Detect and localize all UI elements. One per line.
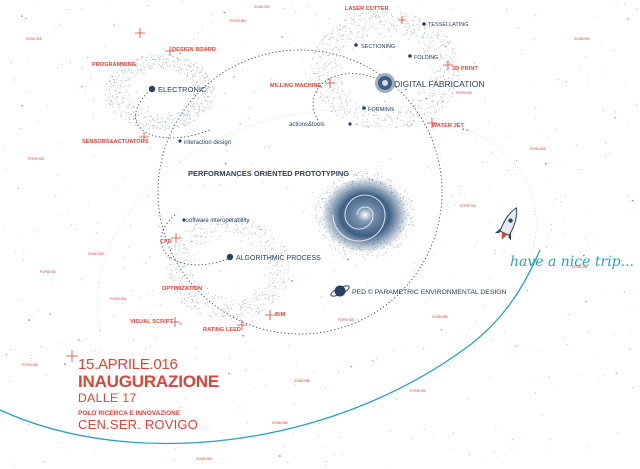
event-title: INAUGURAZIONE: [78, 372, 219, 391]
node-optimization: OPTIMIZATION: [162, 286, 202, 292]
stipple-clouds: [104, 10, 460, 320]
star-label: SGNB-958: [196, 457, 212, 461]
node-cfd: CFD: [160, 239, 172, 245]
event-organizer: POLO RICERCA E INNOVAZIONE: [78, 410, 181, 417]
planet-icon: [375, 73, 395, 93]
node-folding: FOLDING: [414, 55, 438, 61]
node-water-jet: WATER JET: [432, 123, 465, 129]
star-label: POPW-926: [22, 363, 38, 367]
star-label: POPW-926: [410, 389, 426, 393]
orbit-lines: [135, 49, 443, 335]
star-label: SGNK-918: [530, 147, 546, 151]
slogan-text: have a nice trip...: [510, 254, 634, 270]
event-block: 15.APRILE.016 INAUGURAZIONE DALLE 17 POL…: [78, 356, 219, 432]
hub-markers: [148, 22, 426, 261]
folding-dot: [408, 54, 412, 58]
tessellating-dot: [422, 22, 426, 26]
event-date: 15.APRILE.016: [78, 356, 178, 373]
ringed-planet-icon: [330, 285, 350, 297]
node-forming: FORMING: [368, 107, 394, 113]
node-3d-print: 3D PRINT: [452, 66, 478, 72]
event-venue: CEN.SER. ROVIGO: [78, 417, 199, 432]
node-bim: BIM: [275, 312, 286, 318]
star-label: POPW-926: [110, 297, 126, 301]
star-label: SGNK-918: [26, 37, 42, 41]
star-label: POPW-926: [460, 204, 476, 208]
node-laser-cutter: LASER CUTTER: [345, 6, 389, 12]
outer-trajectory: [0, 249, 541, 445]
star-label: SGNK-928: [88, 252, 104, 256]
fabrication-link: [312, 73, 381, 121]
node-milling-machine: MILLING MACHINE: [270, 83, 322, 89]
electronic-link: [135, 89, 211, 139]
electronic-dot: [148, 85, 156, 93]
event-time: DALLE 17: [78, 391, 137, 405]
crosshair-icons: [66, 16, 453, 362]
star-label: POPW-926: [338, 318, 354, 322]
galaxy-icon: [321, 177, 409, 253]
algorithmic-link: [160, 214, 231, 266]
star-label: POPW-926: [28, 157, 44, 161]
star-label: SGNB-958: [432, 315, 448, 319]
hub-label-algorithmic: ALGORITHMIC PROCESS: [236, 255, 321, 262]
node-sectioning: SECTIONING: [361, 44, 395, 50]
connector-software-interop: software interoperability: [186, 218, 249, 224]
center-title: PERFORMANCES ORIENTED PROTOTYPING: [188, 169, 349, 178]
hub-label-electronic: ELECTRONIC: [158, 85, 207, 94]
star-label: SGNB-958: [572, 265, 588, 269]
rocket-icon: [494, 207, 518, 241]
sectioning-dot: [354, 43, 358, 47]
node-sensors-actuators: SENSORS&ACTUATORS: [82, 139, 149, 145]
outer-orbit-ghost: [97, 108, 537, 331]
star-catalogue-labels: SGNK-918 POPW-984 SGNK-918 POPW-926 SGNB…: [22, 5, 590, 461]
star-label: SGNB-955: [574, 37, 590, 41]
node-tessellating: TESSELLATING: [428, 22, 469, 28]
star-label: SGNB-958: [272, 421, 288, 425]
connector-interaction-design: interaction design: [184, 140, 231, 146]
hub-label-ped: PED © PARAMETRIC ENVIRONMENTAL DESIGN: [352, 288, 507, 296]
software-dot: [182, 218, 186, 222]
node-rating-leed: RATING LEED: [203, 327, 241, 333]
connector-actions-tools: actions&tools: [289, 122, 325, 128]
algorithmic-dot: [226, 253, 234, 261]
actions-dot: [348, 122, 352, 126]
star-label: POPW-926: [40, 270, 56, 274]
node-visual-script: VISUAL SCRIPT: [130, 319, 174, 325]
star-label: POPW-926: [456, 91, 472, 95]
star-label: POPW-984: [230, 19, 246, 23]
interaction-dot: [178, 139, 182, 143]
star-label: SGNK-918: [254, 5, 270, 9]
central-orbit: [157, 49, 443, 335]
star-label: SGNB-958: [294, 379, 310, 383]
forming-dot: [362, 106, 366, 110]
node-design-board: DESIGN BOARD: [172, 47, 216, 53]
node-programming: PROGRAMMING: [92, 62, 136, 68]
hub-label-digital-fabrication: DIGITAL FABRICATION: [394, 79, 485, 89]
